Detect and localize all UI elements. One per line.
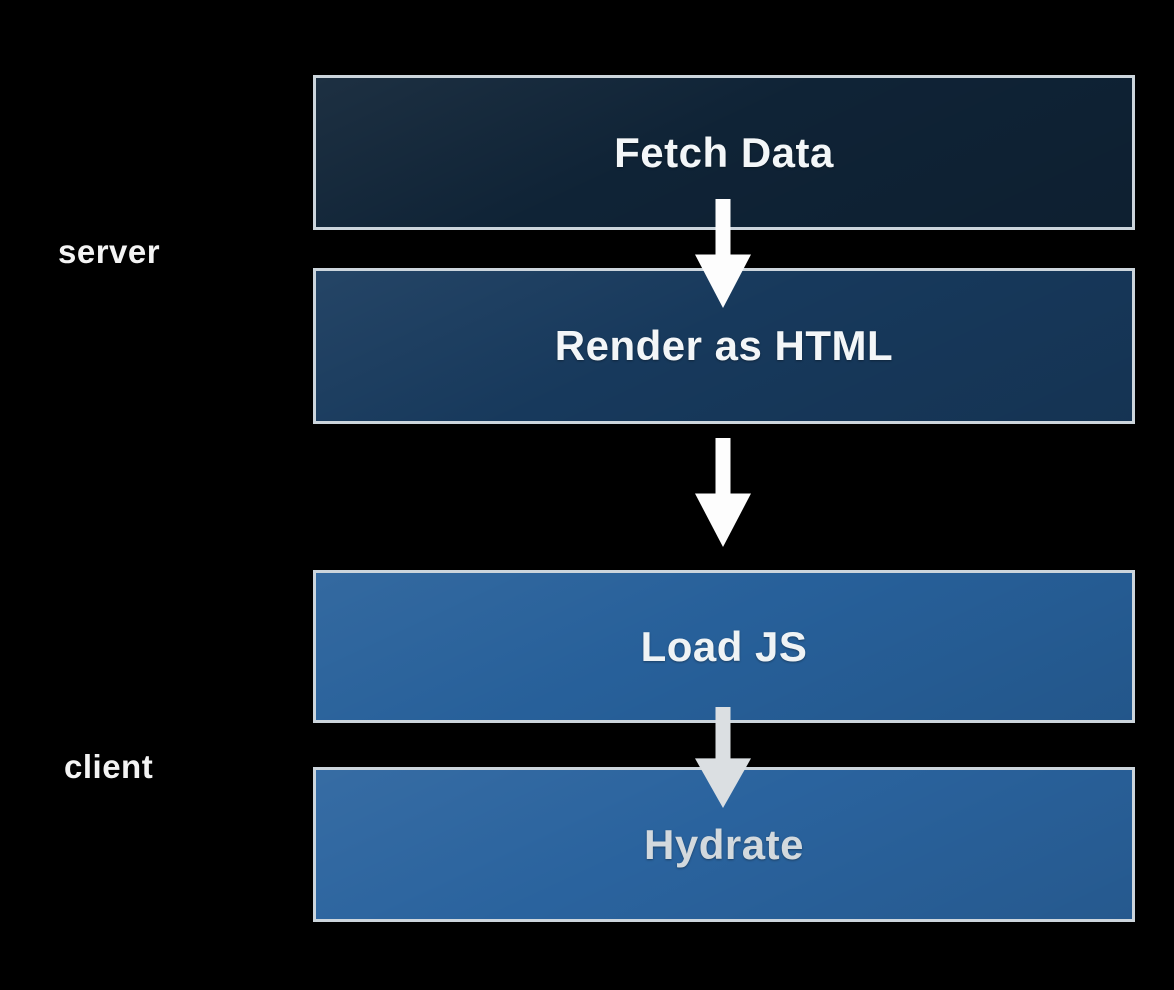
client-label: client	[64, 748, 154, 785]
down-arrow-icon	[695, 438, 751, 547]
flow-box-fetch-data-label: Fetch Data	[614, 128, 834, 176]
flow-box-render-as-html: Render as HTML	[313, 268, 1135, 424]
down-arrow-icon	[695, 707, 751, 808]
flow-box-load-js-label: Load JS	[640, 622, 808, 670]
flow-box-hydrate-label: Hydrate	[644, 820, 804, 868]
flow-box-fetch-data: Fetch Data	[313, 75, 1135, 230]
server-label: server	[58, 233, 161, 270]
flow-box-load-js: Load JS	[313, 570, 1135, 723]
flow-box-render-as-html-label: Render as HTML	[554, 322, 894, 369]
down-arrow-icon	[695, 199, 751, 308]
